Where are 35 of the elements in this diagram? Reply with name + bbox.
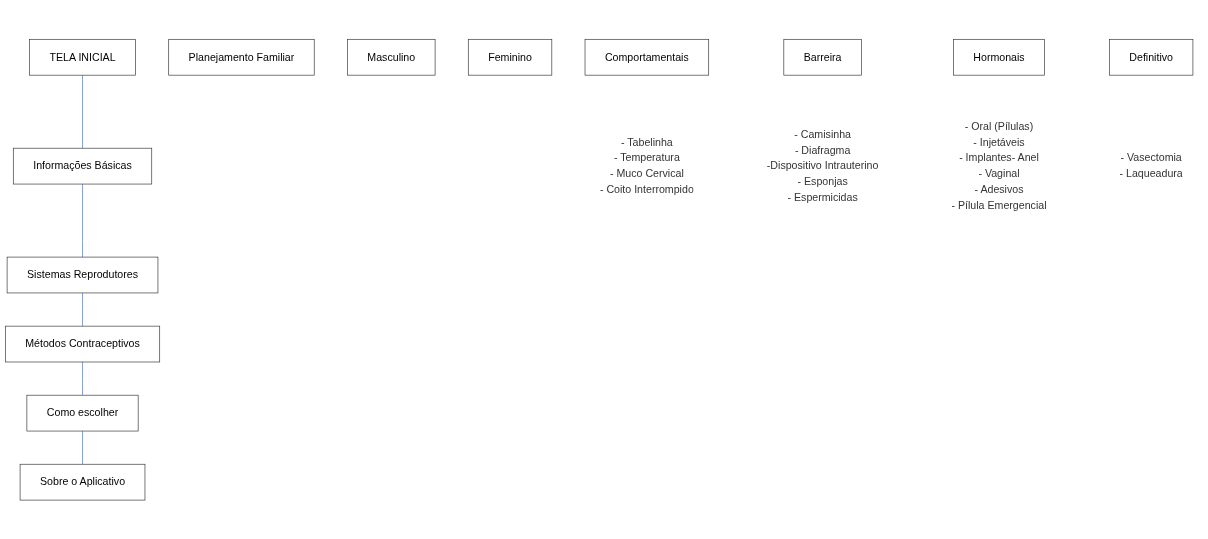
node-label: - Tabelinha (620, 136, 673, 148)
node-label: - Espermicidas (787, 191, 858, 204)
node-label: - Vaginal (978, 167, 1020, 180)
node-label: - Muco Cervical (609, 167, 684, 180)
node-label: - Temperatura (613, 151, 680, 164)
connector (82, 74, 83, 149)
node-box: Sobre o Aplicativo (19, 463, 146, 501)
node-label: - Coito Interrompido (599, 183, 694, 196)
node-box: Como escolher (26, 394, 139, 432)
connector (82, 361, 83, 396)
node-box: Hormonais (953, 38, 1045, 76)
node-box: Masculino (347, 38, 436, 76)
node-label: - Injetáveis (973, 136, 1025, 148)
node-box: Comportamentais (584, 38, 710, 76)
node-label: - Laqueadura (1119, 167, 1183, 180)
node-label: - Pílula Emergencial (951, 199, 1047, 212)
node-label: - Esponjas (797, 175, 848, 188)
node-box: TELA INICIAL (29, 38, 136, 76)
connector (82, 292, 83, 327)
node-box: Sistemas Reprodutores (6, 256, 159, 294)
node-label: - Adesivos (974, 183, 1024, 196)
node-label: - Implantes- Anel (959, 151, 1039, 164)
node-label: - Diafragma (794, 144, 851, 156)
node-box: Informações Básicas (12, 147, 153, 185)
node-box: Barreira (783, 38, 862, 76)
node-box: Planejamento Familiar (168, 38, 315, 76)
node-label: - Oral (Pílulas) (964, 120, 1034, 132)
connector (82, 430, 83, 465)
node-box: Métodos Contraceptivos (5, 325, 161, 363)
node-label: - Vasectomia (1120, 151, 1182, 164)
node-box: Definitivo (1109, 38, 1194, 76)
node-label: -Dispositivo Intrauterino (766, 159, 879, 172)
node-box: Feminino (467, 38, 553, 76)
node-label: - Camisinha (794, 128, 851, 140)
connector (82, 183, 83, 258)
